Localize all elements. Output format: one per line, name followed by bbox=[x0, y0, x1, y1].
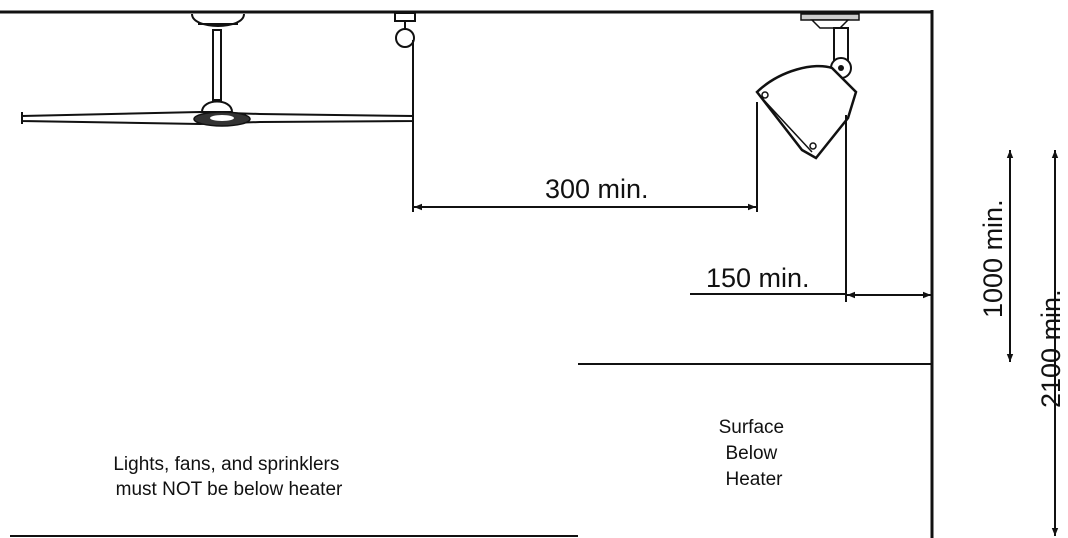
surface-note-line-1: Surface bbox=[719, 417, 784, 438]
lights-note-line-1: Lights, fans, and sprinklers bbox=[113, 454, 339, 475]
dimension-150-label: 150 min. bbox=[706, 263, 810, 293]
heater-icon bbox=[755, 13, 860, 160]
surface-note-line-2: Below bbox=[725, 443, 777, 464]
light-fixture-icon bbox=[394, 12, 416, 48]
lights-fans-sprinklers-note: Lights, fans, and sprinklers must NOT be… bbox=[113, 454, 344, 500]
ceiling-fan-icon bbox=[21, 13, 414, 127]
surface-note-line-3: Heater bbox=[725, 469, 783, 490]
dimension-2100-label: 2100 min. bbox=[1036, 289, 1066, 408]
dimension-300-label: 300 min. bbox=[545, 174, 649, 204]
surface-below-heater-note: Surface Below Heater bbox=[719, 417, 790, 490]
dimension-1000-label: 1000 min. bbox=[978, 199, 1008, 318]
lights-note-line-2: must NOT be below heater bbox=[116, 479, 343, 500]
